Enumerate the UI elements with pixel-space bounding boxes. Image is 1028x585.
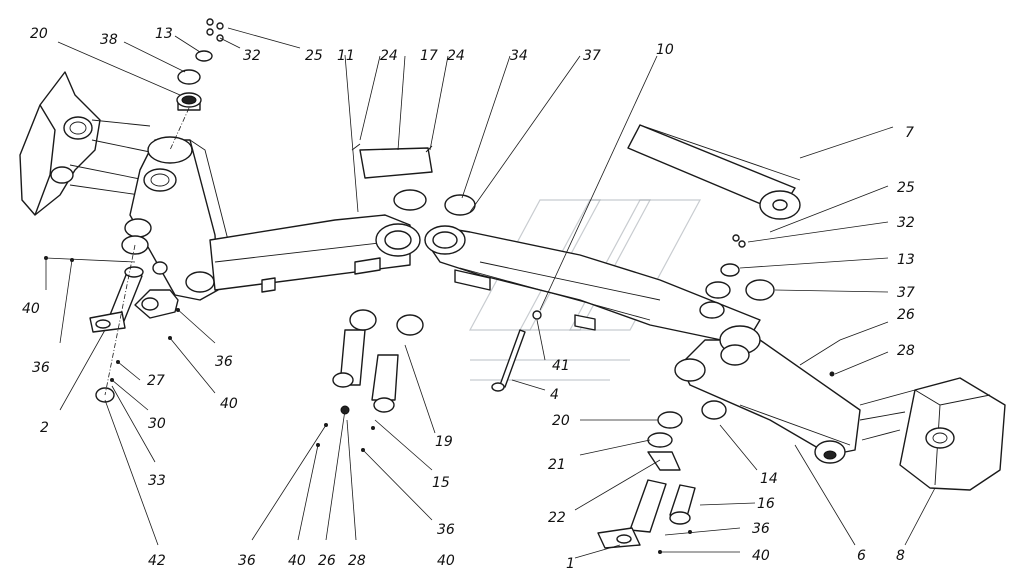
leader-dots [44, 256, 835, 554]
callout-7: 7 [905, 125, 914, 141]
callout-6: 6 [857, 548, 866, 564]
callout-36: 36 [752, 521, 770, 537]
callout-1: 1 [566, 556, 575, 572]
right-bracket [859, 377, 1006, 491]
callout-37: 37 [583, 48, 601, 64]
callout-28: 28 [348, 553, 366, 569]
callout-labels: 20 38 13 32 25 11 24 17 24 34 37 10 7 25… [22, 26, 915, 572]
plate-left [134, 261, 179, 319]
callout-40: 40 [22, 301, 40, 317]
callout-40: 40 [437, 553, 455, 569]
callout-40: 40 [288, 553, 306, 569]
left-upright-arm [129, 136, 229, 301]
callout-25: 25 [897, 180, 915, 196]
top-plate [627, 124, 801, 220]
long-bolt [491, 310, 542, 392]
beam-left [209, 214, 421, 293]
callout-17: 17 [420, 48, 438, 64]
callout-42: 42 [148, 553, 166, 569]
callout-8: 8 [896, 548, 905, 564]
callout-2: 2 [40, 420, 49, 436]
callout-36: 36 [32, 360, 50, 376]
callout-24: 24 [447, 48, 465, 64]
callout-19: 19 [435, 434, 453, 450]
callout-10: 10 [656, 42, 674, 58]
leader-lines [45, 27, 936, 559]
bushing-stack-left [169, 18, 224, 151]
callout-36: 36 [238, 553, 256, 569]
callout-36: 36 [437, 522, 455, 538]
callout-22: 22 [548, 510, 566, 526]
callout-30: 30 [148, 416, 166, 432]
callout-33: 33 [148, 473, 166, 489]
callout-25: 25 [305, 48, 323, 64]
center-bushings [332, 309, 424, 430]
left-bracket [19, 71, 151, 216]
right-swing-arm [674, 325, 861, 464]
callout-41: 41 [552, 358, 570, 374]
callout-11: 11 [337, 48, 355, 64]
callout-27: 27 [147, 373, 165, 389]
beam-right [424, 225, 761, 346]
callout-4: 4 [550, 387, 559, 403]
callout-40: 40 [220, 396, 238, 412]
callout-13: 13 [897, 252, 915, 268]
lower-right-stack [597, 400, 727, 549]
callout-16: 16 [757, 496, 775, 512]
callout-26: 26 [318, 553, 336, 569]
callout-24: 24 [380, 48, 398, 64]
callout-36: 36 [215, 354, 233, 370]
callout-28: 28 [897, 343, 915, 359]
callout-15: 15 [432, 475, 450, 491]
callout-14: 14 [760, 471, 778, 487]
right-small-parts [699, 234, 775, 319]
callout-20: 20 [552, 413, 570, 429]
callout-40: 40 [752, 548, 770, 564]
callout-32: 32 [243, 48, 261, 64]
callout-37: 37 [897, 285, 915, 301]
callout-13: 13 [155, 26, 173, 42]
callout-32: 32 [897, 215, 915, 231]
callout-20: 20 [30, 26, 48, 42]
callout-34: 34 [510, 48, 528, 64]
callout-26: 26 [897, 307, 915, 323]
cover-plate [351, 143, 476, 216]
pin-left [89, 218, 152, 403]
callout-38: 38 [100, 32, 118, 48]
callout-21: 21 [548, 457, 566, 473]
